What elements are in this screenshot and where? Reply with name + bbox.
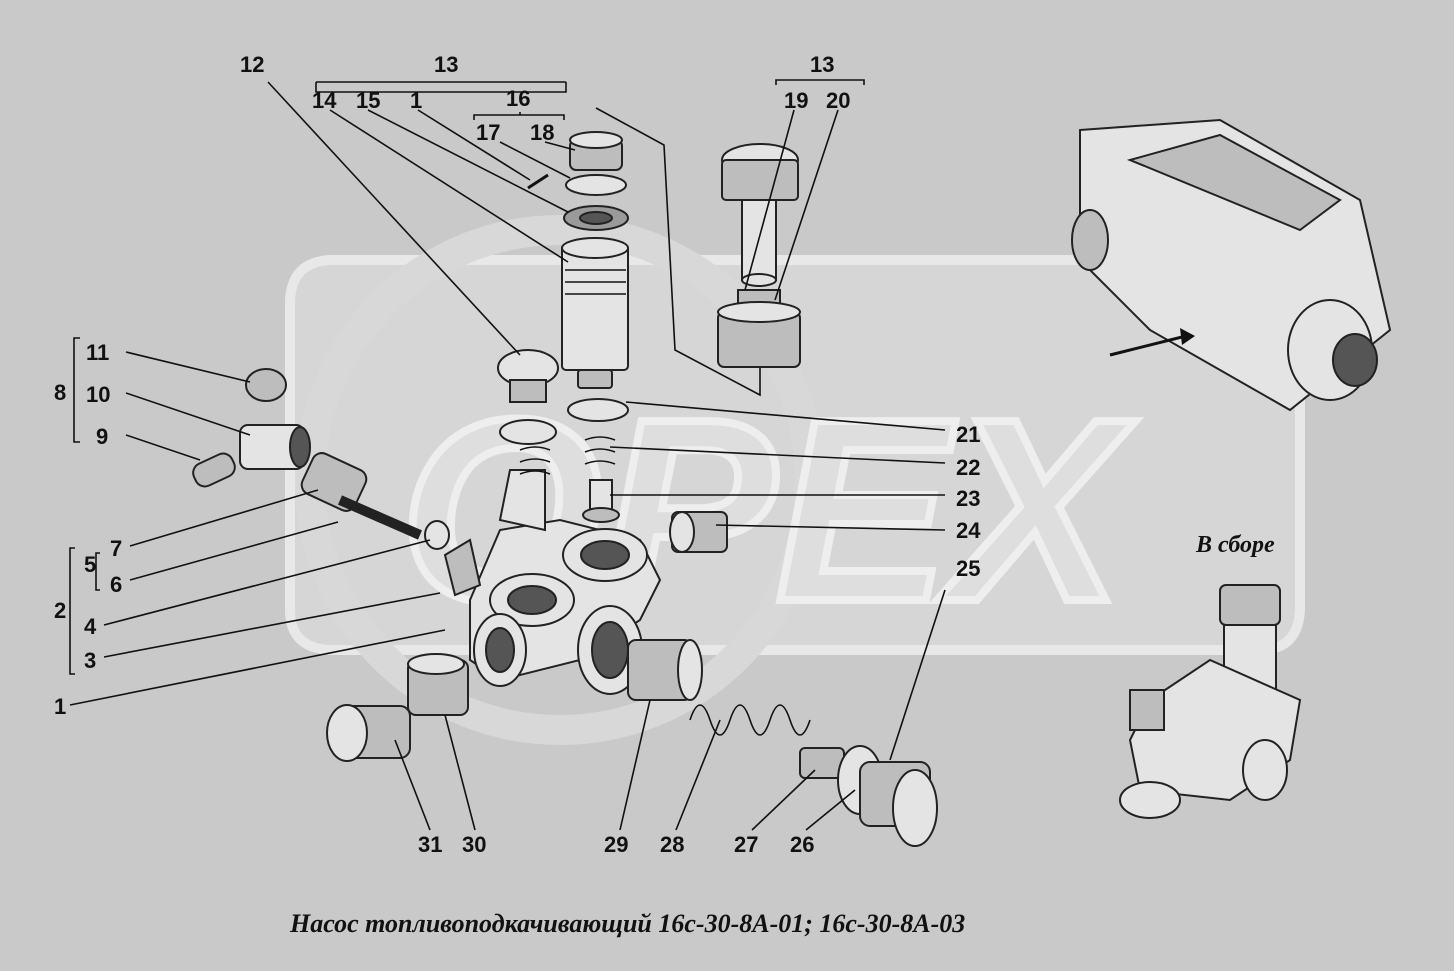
- callout-23: 23: [956, 486, 980, 511]
- callout-31: 31: [418, 832, 442, 857]
- callout-18: 18: [530, 120, 554, 145]
- pump-body: [443, 469, 662, 695]
- callout-17: 17: [476, 120, 500, 145]
- callout-20: 20: [826, 88, 850, 113]
- callout-10: 10: [86, 382, 110, 407]
- assembled-pump-inset: [1119, 584, 1302, 819]
- diagram-title: Насос топливоподкачивающий 16с-30-8А-01;…: [289, 909, 965, 938]
- callout-7: 7: [110, 536, 122, 561]
- callout-13b: 13: [810, 52, 834, 77]
- callout-11: 11: [86, 340, 109, 365]
- callout-14: 14: [312, 88, 337, 113]
- bottom-parts: [326, 639, 938, 847]
- callout-28: 28: [660, 832, 684, 857]
- plug-12: [497, 349, 629, 445]
- assembled-label: В сборе: [1195, 532, 1275, 558]
- callout-26: 26: [790, 832, 814, 857]
- callout-2: 2: [54, 598, 66, 623]
- callout-13: 13: [434, 52, 458, 77]
- callout-25: 25: [956, 556, 980, 581]
- callout-8: 8: [54, 380, 66, 405]
- callout-9: 9: [96, 424, 108, 449]
- callout-3: 3: [84, 648, 96, 673]
- leader-lines: [69, 79, 946, 831]
- engine-pump-inset: [1071, 118, 1392, 412]
- nut-24: [669, 511, 728, 553]
- callout-labels: 12 13 14 15 1 16 17 18 13 19 20 11 8 10 …: [54, 52, 981, 857]
- callout-12: 12: [240, 52, 264, 77]
- spring-plunger: [519, 436, 620, 523]
- callout-1b: 1: [54, 694, 66, 719]
- callout-24: 24: [956, 518, 981, 543]
- top-stack: [527, 131, 629, 389]
- callout-6: 6: [110, 572, 122, 597]
- callout-1: 1: [410, 88, 422, 113]
- callout-16: 16: [506, 86, 530, 111]
- left-group: [192, 368, 450, 550]
- callout-4: 4: [84, 614, 97, 639]
- callout-27: 27: [734, 832, 758, 857]
- callout-30: 30: [462, 832, 486, 857]
- callout-19: 19: [784, 88, 808, 113]
- callout-21: 21: [956, 422, 980, 447]
- callout-22: 22: [956, 455, 980, 480]
- callout-29: 29: [604, 832, 628, 857]
- callout-15: 15: [356, 88, 380, 113]
- callout-5: 5: [84, 552, 96, 577]
